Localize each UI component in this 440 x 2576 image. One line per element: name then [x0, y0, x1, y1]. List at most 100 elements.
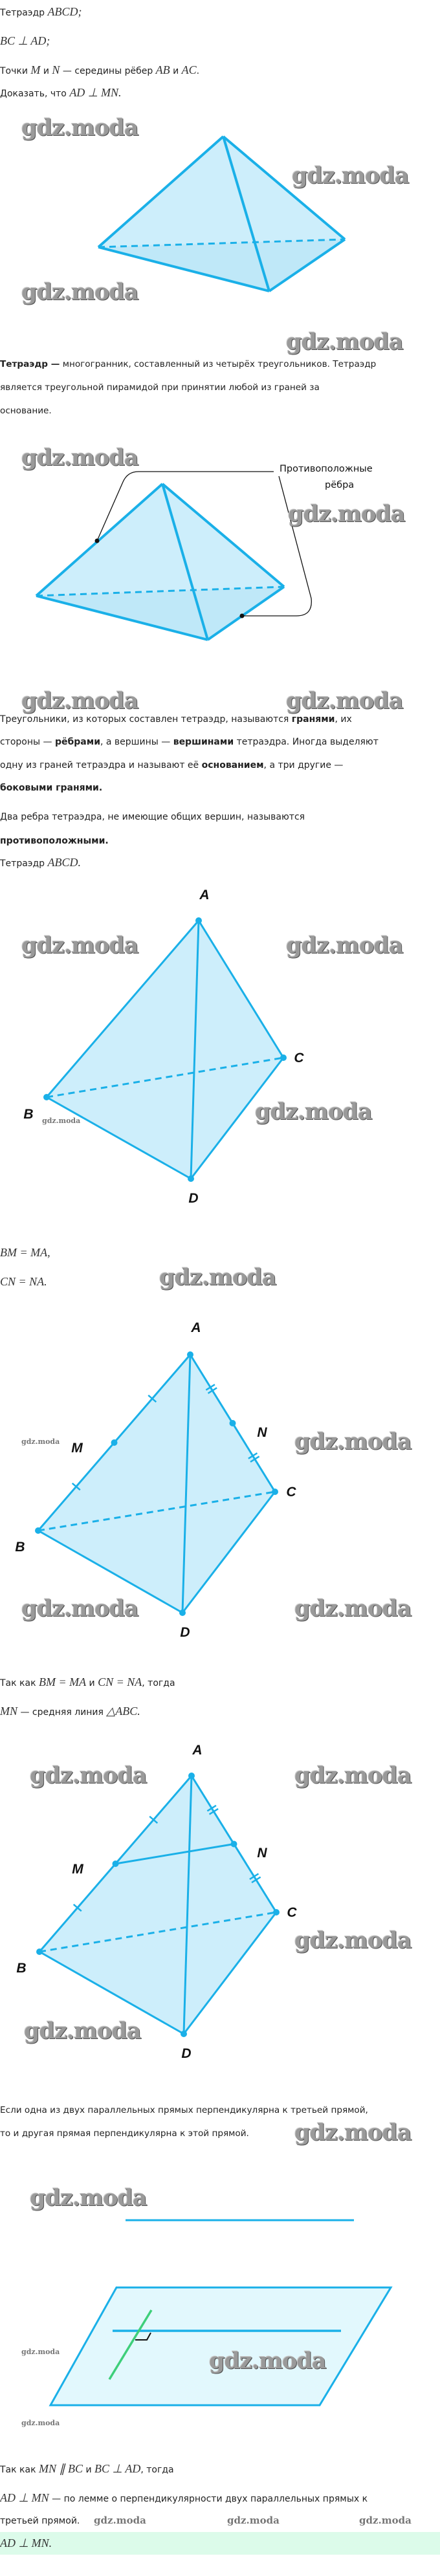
tick-mark [71, 1482, 81, 1491]
leader-line [96, 471, 274, 541]
edge-marker-dot [239, 613, 245, 618]
watermark: gdz.moda [30, 1762, 148, 1789]
edge [222, 135, 346, 241]
bold-term: Тетраэдр — [0, 359, 60, 369]
tick-mark [250, 1456, 260, 1463]
text-segment: , тогда [140, 2465, 174, 2475]
text-segment: стороны — [0, 737, 55, 747]
hidden-edge-bc [46, 1056, 284, 1098]
watermark-small: gdz.moda [21, 1437, 60, 1446]
edge-bd [46, 1096, 192, 1180]
edge-ad [190, 920, 200, 1179]
vertex-d-dot [188, 1175, 194, 1182]
watermark: gdz.moda [286, 688, 404, 714]
given-tetrahedron: Тетраэдр ABCD; [0, 5, 82, 19]
watermark-small: gdz.moda [42, 1117, 81, 1125]
text-segment: — середины рёбер [60, 66, 156, 76]
math-expression: CN = NA. [0, 1275, 47, 1288]
tick-mark [148, 1394, 157, 1403]
tick-mark [207, 1387, 217, 1394]
vertex-label-b: B [15, 1540, 25, 1555]
watermark-small: gdz.moda [21, 2419, 60, 2427]
watermark: gdz.moda [30, 2185, 148, 2211]
vertex-d-dot [181, 2031, 187, 2037]
watermark: gdz.moda [159, 1264, 277, 1291]
tick-mark [72, 1903, 82, 1912]
face-fill [39, 1776, 276, 2034]
math-expression: M [30, 63, 41, 76]
faces-text-line: одну из граней тетраэдра и называют её о… [0, 758, 343, 772]
text-segment: — по лемме о перпендикулярности двух пар… [49, 2494, 368, 2504]
edge [36, 595, 208, 641]
definition-line: Тетраэдр — многогранник, составленный из… [0, 357, 376, 371]
math-expression: BM = MA [38, 1675, 87, 1688]
bold-term: боковыми гранями. [0, 783, 103, 793]
math-expression: MN [0, 1705, 17, 1718]
midline-mn [115, 1843, 234, 1865]
edge [98, 238, 346, 248]
final-lemma: AD ⊥ MN — по лемме о перпендикулярности … [0, 2491, 368, 2505]
text-segment: и [170, 66, 182, 76]
hidden-edge-bc [38, 1490, 276, 1532]
tick-mark [206, 1804, 217, 1812]
text-segment: , а вершины — [100, 737, 173, 747]
vertex-a-dot [187, 1351, 193, 1358]
vertex-label-d: D [180, 1625, 190, 1640]
vertex-label-b: B [16, 1961, 27, 1976]
midpoint-label-n: N [257, 1425, 267, 1440]
edge [97, 135, 225, 248]
watermark: gdz.moda [21, 279, 139, 305]
math-expression: MN ∥ BC [38, 2462, 83, 2475]
final-since: Так как MN ∥ BC и BC ⊥ AD, тогда [0, 2461, 174, 2476]
edge-bd [39, 1950, 184, 2035]
text-segment: и [86, 1678, 98, 1688]
answer-box: AD ⊥ MN. [0, 2532, 440, 2555]
midpoint-n-dot [229, 1420, 236, 1426]
text-segment: Два ребра тетраэдра, не имеющие общих ве… [0, 812, 305, 822]
watermark-small: gdz.moda [94, 2515, 146, 2526]
watermark: gdz.moda [209, 2348, 327, 2374]
hidden-edge-bc [39, 1911, 277, 1953]
edge-cd [190, 1057, 285, 1179]
since-statement: Так как BM = MA и CN = NA, тогда [0, 1675, 175, 1689]
text-segment: , тогда [142, 1678, 175, 1688]
watermark: gdz.moda [292, 162, 410, 189]
bold-term: противоположными. [0, 836, 109, 846]
lemma-text: то и другая прямая перпендикулярна к это… [0, 2126, 249, 2141]
tick-mark [249, 1873, 259, 1880]
text-segment: — средняя линия [17, 1707, 107, 1718]
tick-mark [248, 1452, 258, 1459]
math-expression: BC ⊥ AD; [0, 34, 50, 47]
midpoint-m-dot [112, 1861, 119, 1867]
face-fill [38, 1355, 275, 1613]
math-expression: AC [181, 63, 197, 76]
parallel-lines-lemma-figure [49, 2219, 393, 2407]
vertex-a-dot [188, 1773, 195, 1779]
math-expression: N [52, 63, 60, 76]
text-segment: является треугольной пирамидой при приня… [0, 382, 320, 393]
watermark: gdz.moda [286, 932, 404, 959]
right-angle-mark [135, 2332, 151, 2341]
midpoint-label-m: M [71, 1441, 83, 1456]
text-segment: многогранник, составленный из четырёх тр… [60, 359, 377, 369]
math-expression: CN = NA [98, 1675, 142, 1688]
watermark: gdz.moda [294, 1595, 412, 1622]
edge [268, 238, 346, 292]
edge [161, 483, 285, 588]
bold-term: вершинами [173, 737, 234, 747]
math-expression: △ABC. [106, 1705, 140, 1718]
watermark: gdz.moda [21, 932, 139, 959]
midpoint-label-n: N [257, 1846, 267, 1861]
text-segment: Доказать, что [0, 89, 70, 99]
bold-term: гранями [291, 714, 335, 725]
text-segment: основание. [0, 406, 52, 416]
text-segment: Тетраэдр [0, 8, 48, 18]
tick-mark [208, 1808, 219, 1815]
face-fill [47, 921, 283, 1179]
opposite-edges-text: противоположными. [0, 834, 109, 848]
vertex-d-dot [179, 1610, 186, 1616]
equation-bm-ma: BM = MA, [0, 1245, 50, 1260]
watermark: gdz.moda [294, 2119, 412, 2146]
text-segment: , а три другие — [263, 760, 344, 770]
text-segment: третьей прямой. [0, 2516, 80, 2526]
